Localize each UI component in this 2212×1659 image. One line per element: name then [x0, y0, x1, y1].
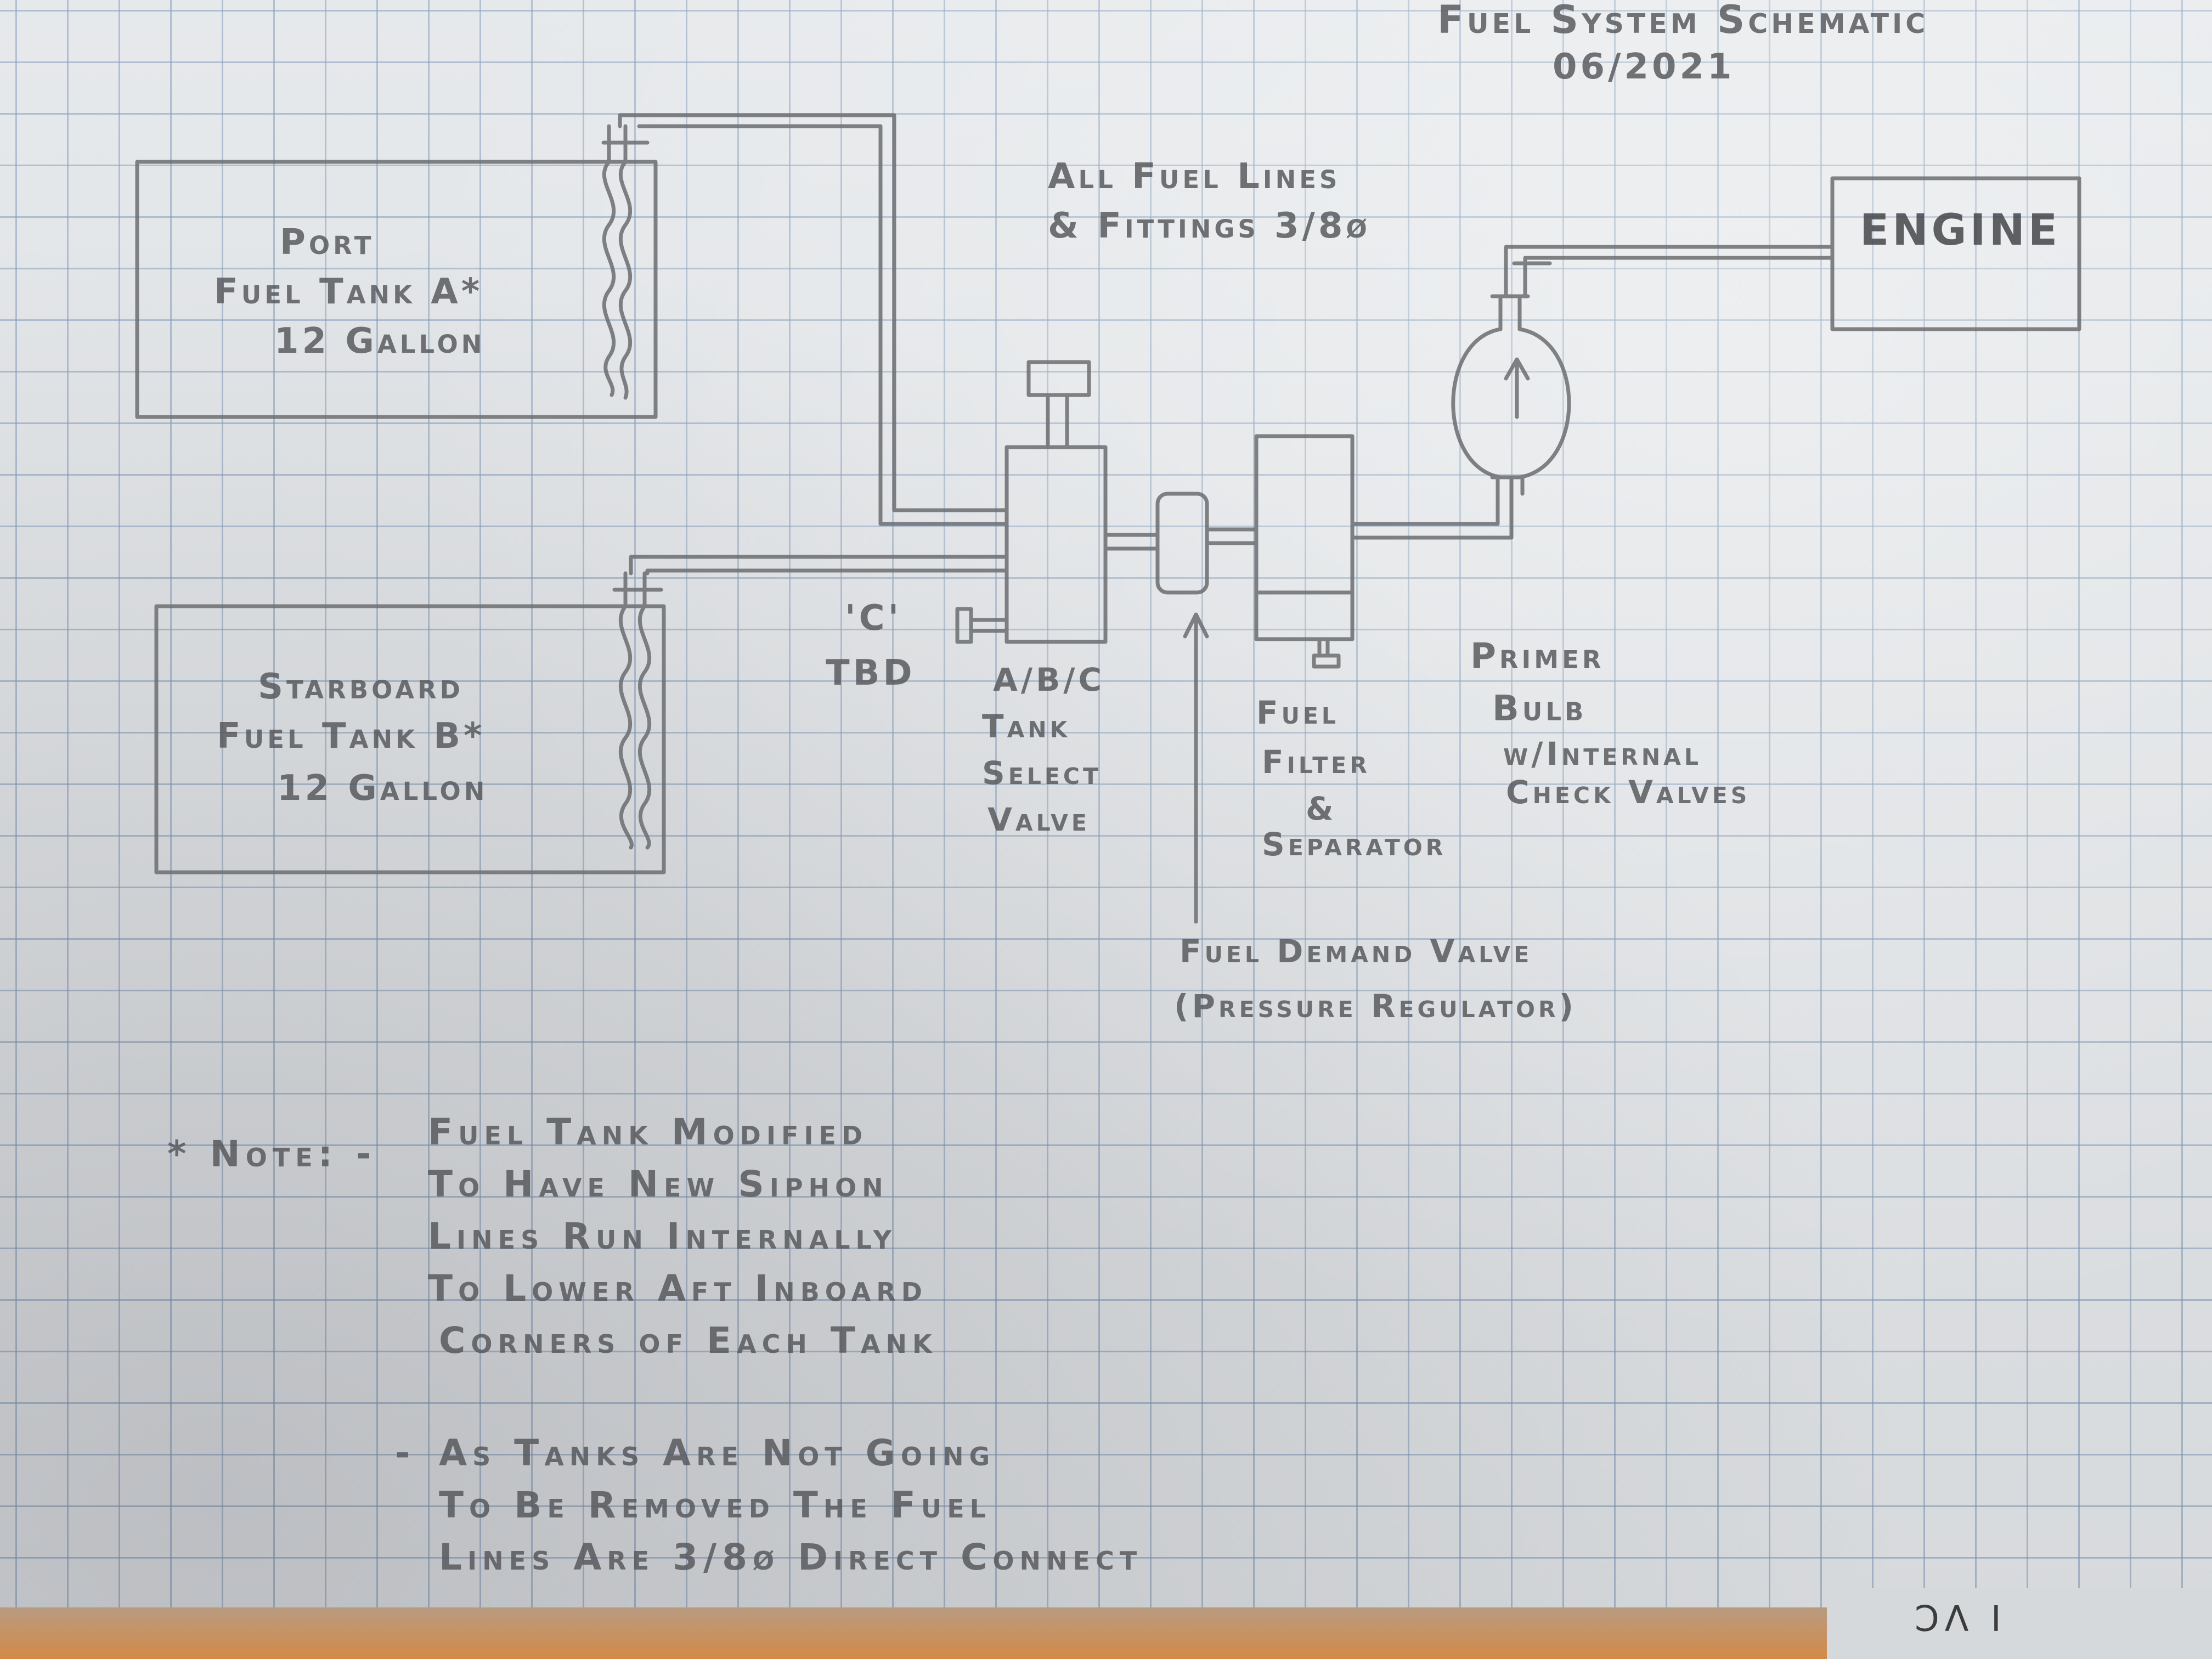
c-port-fitting	[955, 607, 1009, 644]
primer-line2: Bulb	[1492, 689, 1587, 729]
starboard-tank-line2: Fuel Tank B*	[217, 716, 486, 757]
note-item2-line1: As Tanks Are Not Going	[439, 1432, 996, 1474]
filter-line2: Filter	[1262, 743, 1370, 781]
filter-line4: Separator	[1262, 826, 1447, 863]
demand-valve-body	[1155, 492, 1209, 595]
port-siphon-line	[602, 124, 616, 397]
filter-drain	[1312, 637, 1341, 669]
c-port-label: 'C'	[845, 598, 902, 639]
port-tank-line2: Fuel Tank A*	[214, 272, 483, 312]
starboard-siphon-line	[618, 571, 634, 850]
line-demand-to-filter	[1205, 527, 1259, 545]
select-valve-handle	[1026, 360, 1091, 449]
select-valve-line3: Select	[982, 754, 1102, 792]
note-item2-line2: To Be Removed The Fuel	[439, 1484, 991, 1526]
note-item1-line2: To Have New Siphon	[428, 1163, 889, 1205]
select-valve-line1: A/B/C	[993, 661, 1105, 698]
primer-line4: Check Valves	[1506, 774, 1751, 811]
primer-bulb-arrow	[1504, 357, 1530, 419]
engine-box	[1830, 176, 2081, 331]
demand-valve-line2: (Pressure Regulator)	[1174, 988, 1577, 1025]
filter-line3: &	[1306, 790, 1337, 827]
note-marker: * Note: -	[167, 1133, 377, 1175]
port-tank-line3: 12 Gallon	[274, 321, 486, 362]
note-item2-line3: Lines Are 3/8ø Direct Connect	[439, 1536, 1143, 1578]
starboard-tank-line3: 12 Gallon	[277, 768, 488, 809]
select-valve-body	[1005, 445, 1108, 644]
line-filter-to-primer	[1350, 475, 1514, 540]
port-tank-line1: Port	[280, 222, 375, 263]
starboard-tank-line1: Starboard	[258, 667, 464, 707]
schematic-date: 06/2021	[1553, 47, 1735, 87]
filter-line1: Fuel	[1256, 694, 1340, 731]
engine-label: ENGINE	[1860, 206, 2061, 255]
line-valve-to-demand	[1103, 533, 1160, 551]
filter-body	[1254, 434, 1355, 641]
primer-line3: w/Internal	[1503, 735, 1702, 772]
primer-line1: Primer	[1470, 636, 1605, 677]
note-item1-line3: Lines Run Internally	[428, 1215, 897, 1257]
demand-valve-line1: Fuel Demand Valve	[1180, 933, 1533, 970]
note-item1-line5: Corners of Each Tank	[439, 1319, 938, 1362]
port-fuel-line	[618, 113, 1009, 512]
starboard-tank-box	[154, 604, 666, 874]
note-item1-line4: To Lower Aft Inboard	[428, 1267, 928, 1310]
starboard-fuel-line	[629, 555, 1009, 575]
line-primer-to-engine	[1504, 245, 1835, 298]
underlying-sheet	[1827, 1588, 2212, 1659]
select-valve-line2: Tank	[982, 708, 1071, 745]
select-valve-line4: Valve	[988, 801, 1090, 838]
note-item2-marker: -	[395, 1432, 416, 1474]
port-tank-box	[135, 160, 658, 419]
primer-bulb-body	[1451, 327, 1571, 479]
note-item1-line1: Fuel Tank Modified	[428, 1111, 868, 1153]
c-port-sub: TBD	[826, 653, 916, 693]
demand-valve-pointer	[1183, 612, 1209, 924]
schematic-title: Fuel System Schematic	[1437, 0, 1929, 42]
lines-note-line1: All Fuel Lines	[1048, 156, 1341, 197]
lines-note-line2: & Fittings 3/8ø	[1048, 206, 1370, 246]
